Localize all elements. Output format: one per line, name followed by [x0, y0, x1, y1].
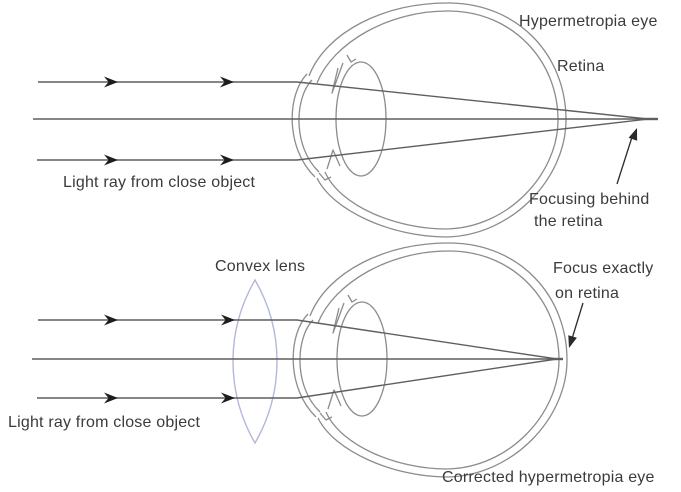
annotation-arrow-line [616, 133, 634, 185]
focus-note-top-line1: Focusing behind [529, 191, 649, 208]
upper-ray-bottom [38, 319, 558, 360]
annotation-arrowhead-icon [628, 128, 638, 141]
convex-lens-label: Convex lens [215, 258, 305, 275]
eye-outlines [291, 2, 568, 478]
convex-lens-shape [232, 278, 278, 445]
arrowhead-icon [220, 154, 234, 166]
light-ray-label-bottom: Light ray from close object [8, 414, 201, 431]
light-ray-label-top: Light ray from close object [63, 174, 256, 191]
corrected-eye-figure [292, 242, 568, 478]
light-rays-top [33, 81, 658, 161]
lower-ray-bottom [37, 358, 558, 399]
annotation-arrow-line [570, 302, 584, 343]
arrowhead-icon [104, 314, 118, 326]
arrowhead-icon [104, 76, 118, 88]
lower-ray-top [37, 118, 649, 161]
focus-note-top-line2: the retina [534, 213, 603, 230]
arrowhead-icon [220, 76, 234, 88]
arrowhead-icon [104, 392, 118, 404]
annotation-arrow-top [616, 128, 638, 185]
annotation-arrow-bottom [568, 302, 584, 348]
retina-label: Retina [557, 58, 604, 75]
arrowhead-icon [221, 314, 235, 326]
annotation-arrowhead-icon [568, 335, 577, 348]
bottom-diagram-title: Corrected hypermetropia eye [442, 469, 655, 486]
ray-arrowheads-top [104, 76, 234, 166]
light-rays-bottom [32, 319, 563, 399]
hypermetropia-eye-figure [291, 2, 567, 238]
arrowhead-icon [104, 154, 118, 166]
arrowhead-icon [221, 392, 235, 404]
focus-note-bottom-line1: Focus exactly [553, 260, 653, 277]
top-diagram-title: Hypermetropia eye [519, 13, 658, 30]
focus-note-bottom-line2: on retina [555, 285, 619, 302]
upper-ray-top [38, 81, 649, 120]
ray-arrowheads-bottom [104, 314, 235, 404]
